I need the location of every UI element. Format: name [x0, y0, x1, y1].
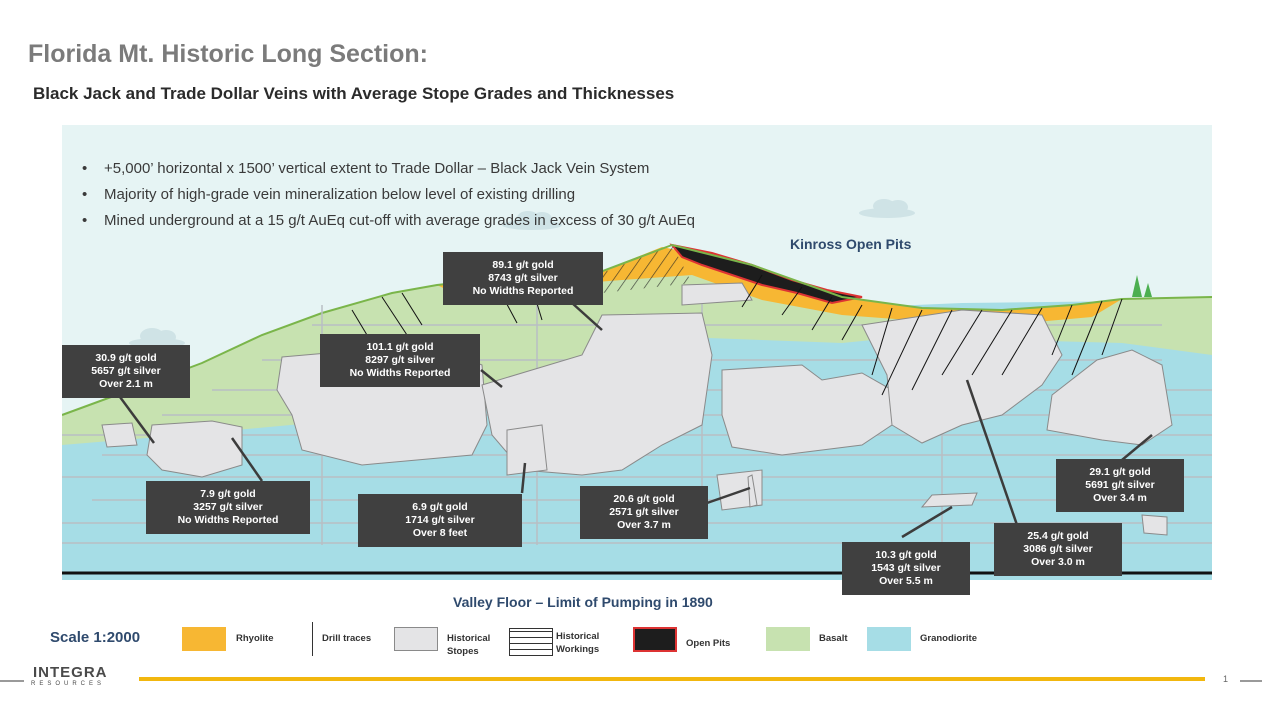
valley-floor-label: Valley Floor – Limit of Pumping in 1890 [453, 594, 713, 610]
legend-line: Stopes [447, 646, 479, 657]
rhyolite-swatch [182, 627, 226, 651]
granodiorite-legend-label: Granodiorite [920, 633, 978, 644]
grade-gold: 6.9 g/t gold [412, 501, 468, 513]
historical-stopes-swatch [394, 627, 438, 651]
grade-label: 101.1 g/t gold 8297 g/t silver No Widths… [320, 334, 480, 387]
grade-width: No Widths Reported [349, 367, 451, 379]
grade-width: No Widths Reported [472, 285, 574, 297]
scale-label: Scale 1:2000 [50, 629, 141, 646]
grade-label: 6.9 g/t gold 1714 g/t silver Over 8 feet [358, 494, 522, 547]
grade-label: 89.1 g/t gold 8743 g/t silver No Widths … [443, 252, 603, 305]
grade-silver: 1543 g/t silver [871, 562, 941, 574]
basalt-swatch [766, 627, 810, 651]
grade-silver: 5657 g/t silver [91, 365, 161, 377]
kinross-open-pits-label: Kinross Open Pits [790, 236, 912, 252]
tree-icon [1144, 283, 1152, 297]
tree-icon [1132, 275, 1142, 297]
grade-gold: 30.9 g/t gold [95, 352, 157, 364]
grade-label: 25.4 g/t gold 3086 g/t silver Over 3.0 m [994, 523, 1122, 576]
grade-gold: 89.1 g/t gold [492, 259, 554, 271]
footer-rule-right [1240, 680, 1262, 682]
grade-width: No Widths Reported [177, 514, 279, 526]
grade-width: Over 2.1 m [99, 378, 153, 390]
grade-silver: 8297 g/t silver [365, 354, 435, 366]
grade-gold: 7.9 g/t gold [200, 488, 256, 500]
integra-logo: INTEGRA [33, 664, 108, 681]
drill-traces [351, 274, 1123, 396]
bullet-mark: • [82, 212, 88, 229]
grade-silver: 3086 g/t silver [1023, 543, 1093, 555]
historical-stopes-legend-label: Historical Stopes [447, 632, 490, 658]
grade-label: 29.1 g/t gold 5691 g/t silver Over 3.4 m [1056, 459, 1184, 512]
bullet-item: • Mined underground at a 15 g/t AuEq cut-… [82, 208, 695, 234]
bullet-list: • +5,000’ horizontal x 1500’ vertical ext… [82, 156, 695, 234]
page-subtitle: Black Jack and Trade Dollar Veins with A… [33, 84, 675, 103]
legend-line: Historical [556, 631, 600, 642]
legend-line: Workings [556, 644, 600, 655]
grade-gold: 101.1 g/t gold [366, 341, 434, 353]
bullet-text: Mined underground at a 15 g/t AuEq cut-o… [104, 212, 695, 229]
grade-silver: 2571 g/t silver [609, 506, 679, 518]
historical-workings-legend-label: Historical Workings [556, 630, 599, 656]
grade-gold: 29.1 g/t gold [1089, 466, 1151, 478]
integra-logo-sub: RESOURCES [31, 681, 106, 687]
bullet-text: +5,000’ horizontal x 1500’ vertical exte… [104, 160, 650, 177]
open-pits-legend-label: Open Pits [686, 638, 731, 649]
drill-traces-swatch [312, 622, 313, 656]
granodiorite-swatch [867, 627, 911, 651]
historical-workings-swatch [509, 628, 553, 656]
footer-accent-bar [139, 677, 1205, 681]
grade-label: 10.3 g/t gold 1543 g/t silver Over 5.5 m [842, 542, 970, 595]
grade-width: Over 3.7 m [617, 519, 671, 531]
grade-label: 30.9 g/t gold 5657 g/t silver Over 2.1 m [62, 345, 190, 398]
grade-width: Over 3.4 m [1093, 492, 1147, 504]
page-number: 1 [1223, 674, 1229, 684]
grade-label: 20.6 g/t gold 2571 g/t silver Over 3.7 m [580, 486, 708, 539]
grade-width: Over 3.0 m [1031, 556, 1085, 568]
bullet-mark: • [82, 160, 88, 177]
grade-width: Over 8 feet [412, 527, 468, 539]
grade-label: 7.9 g/t gold 3257 g/t silver No Widths R… [146, 481, 310, 534]
grade-silver: 8743 g/t silver [488, 272, 558, 284]
grade-silver: 3257 g/t silver [193, 501, 263, 513]
grade-silver: 1714 g/t silver [405, 514, 475, 526]
bullet-mark: • [82, 186, 88, 203]
rhyolite-legend-label: Rhyolite [236, 633, 274, 644]
footer-rule-left [0, 680, 24, 682]
grade-gold: 25.4 g/t gold [1027, 530, 1089, 542]
bullet-item: • +5,000’ horizontal x 1500’ vertical ext… [82, 156, 695, 182]
page-title: Florida Mt. Historic Long Section: [28, 40, 428, 68]
grade-gold: 10.3 g/t gold [875, 549, 937, 561]
grade-gold: 20.6 g/t gold [613, 493, 675, 505]
basalt-legend-label: Basalt [819, 633, 848, 644]
bullet-item: • Majority of high-grade vein mineralizat… [82, 182, 695, 208]
open-pits-swatch [633, 627, 677, 652]
drill-traces-legend-label: Drill traces [322, 633, 372, 644]
label-pointers [118, 302, 1153, 539]
bullet-text: Majority of high-grade vein mineralizati… [104, 186, 576, 203]
grade-silver: 5691 g/t silver [1085, 479, 1155, 491]
legend-line: Historical [447, 633, 491, 644]
grade-width: Over 5.5 m [879, 575, 933, 587]
